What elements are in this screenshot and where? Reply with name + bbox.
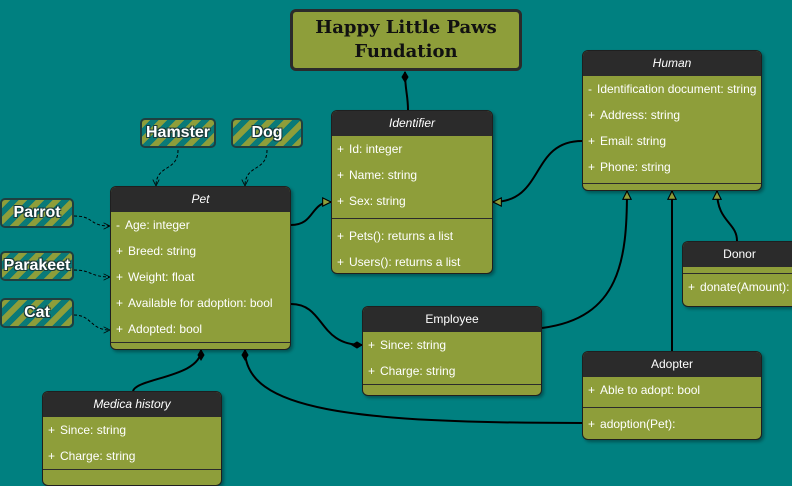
- methods: [583, 184, 761, 190]
- methods: +Pets(): returns a list +Users(): return…: [332, 219, 492, 273]
- attributes: +Since: string +Charge: string: [363, 332, 541, 385]
- tag-cat: Cat: [0, 298, 74, 328]
- class-employee: Employee +Since: string +Charge: string: [362, 306, 542, 396]
- employee-human-link: [541, 191, 627, 329]
- class-pet: Pet -Age: integer +Breed: string +Weight…: [110, 186, 291, 350]
- attribute: +Adopted: bool: [116, 322, 203, 336]
- class-title: Donor: [683, 242, 792, 267]
- identifier-title-link: [401, 71, 409, 111]
- attribute: +Charge: string: [368, 364, 456, 378]
- attribute: +Weight: float: [116, 270, 195, 284]
- attribute: +Able to adopt: bool: [588, 383, 701, 397]
- attribute: +Phone: string: [588, 160, 671, 174]
- adopter-pet-link: [241, 349, 583, 424]
- human-identifier-link: [493, 140, 583, 202]
- cat-pet-link: [73, 314, 110, 330]
- attribute: -Identification document: string: [588, 82, 757, 96]
- class-donor: Donor +donate(Amount):: [682, 241, 792, 307]
- attribute: +Address: string: [588, 108, 681, 122]
- methods: +donate(Amount):: [683, 274, 792, 300]
- title-line-1: Happy Little Paws: [315, 17, 497, 38]
- method: +Pets(): returns a list: [337, 229, 454, 243]
- attributes: [683, 267, 792, 274]
- attribute: +Since: string: [48, 423, 127, 437]
- class-title: Human: [583, 51, 761, 76]
- foundation-title-box: Happy Little Paws Fundation: [290, 9, 522, 71]
- class-human: Human -Identification document: string +…: [582, 50, 762, 191]
- attribute: +Breed: string: [116, 244, 197, 258]
- attribute: +Name: string: [337, 168, 418, 182]
- class-identifier: Identifier +Id: integer +Name: string +S…: [331, 110, 493, 274]
- pet-identifier-link: [290, 202, 331, 226]
- methods: [111, 343, 290, 349]
- employee-pet-link: [290, 303, 363, 349]
- class-title: Medica history: [43, 392, 221, 417]
- tag-dog: Dog: [231, 118, 303, 148]
- donor-human-link: [717, 191, 738, 242]
- medical-pet-link: [132, 349, 205, 393]
- class-adopter: Adopter +Able to adopt: bool +adoption(P…: [582, 351, 762, 440]
- attribute: +Charge: string: [48, 449, 136, 463]
- attribute: +Email: string: [588, 134, 667, 148]
- attribute: +Available for adoption: bool: [116, 296, 273, 310]
- method: +donate(Amount):: [688, 280, 790, 294]
- dog-pet-link: [245, 149, 268, 186]
- attributes: +Id: integer +Name: string +Sex: string: [332, 136, 492, 219]
- attributes: +Able to adopt: bool: [583, 377, 761, 408]
- methods: +adoption(Pet):: [583, 408, 761, 437]
- title-line-2: Fundation: [354, 41, 458, 62]
- attribute: +Sex: string: [337, 194, 406, 208]
- class-medical-history: Medica history +Since: string +Charge: s…: [42, 391, 222, 486]
- class-title: Adopter: [583, 352, 761, 377]
- method: +Users(): returns a list: [337, 255, 461, 269]
- methods: [363, 385, 541, 391]
- attributes: -Age: integer +Breed: string +Weight: fl…: [111, 212, 290, 343]
- attribute: +Id: integer: [337, 142, 403, 156]
- parrot-pet-link: [73, 215, 110, 226]
- attribute: -Age: integer: [116, 218, 190, 232]
- hamster-pet-link: [156, 149, 179, 186]
- tag-parakeet: Parakeet: [0, 251, 74, 281]
- tag-parrot: Parrot: [0, 198, 74, 228]
- attributes: +Since: string +Charge: string: [43, 417, 221, 470]
- tag-hamster: Hamster: [140, 118, 216, 148]
- attributes: -Identification document: string +Addres…: [583, 76, 761, 184]
- methods: [43, 470, 221, 480]
- class-title: Identifier: [332, 111, 492, 136]
- attribute: +Since: string: [368, 338, 447, 352]
- parakeet-pet-link: [73, 269, 110, 277]
- method: +adoption(Pet):: [588, 417, 676, 431]
- class-title: Employee: [363, 307, 541, 332]
- class-title: Pet: [111, 187, 290, 212]
